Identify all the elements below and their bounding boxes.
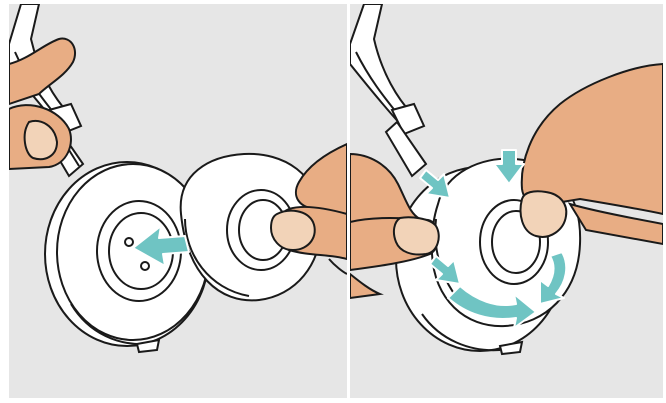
headband <box>350 4 426 176</box>
remove-ear-pad-svg <box>9 4 347 398</box>
attach-ear-pad-svg <box>350 4 663 398</box>
panel-attach-ear-pad <box>350 4 663 398</box>
panel-remove-ear-pad <box>9 4 347 398</box>
hand-pressing-pad <box>521 64 663 244</box>
